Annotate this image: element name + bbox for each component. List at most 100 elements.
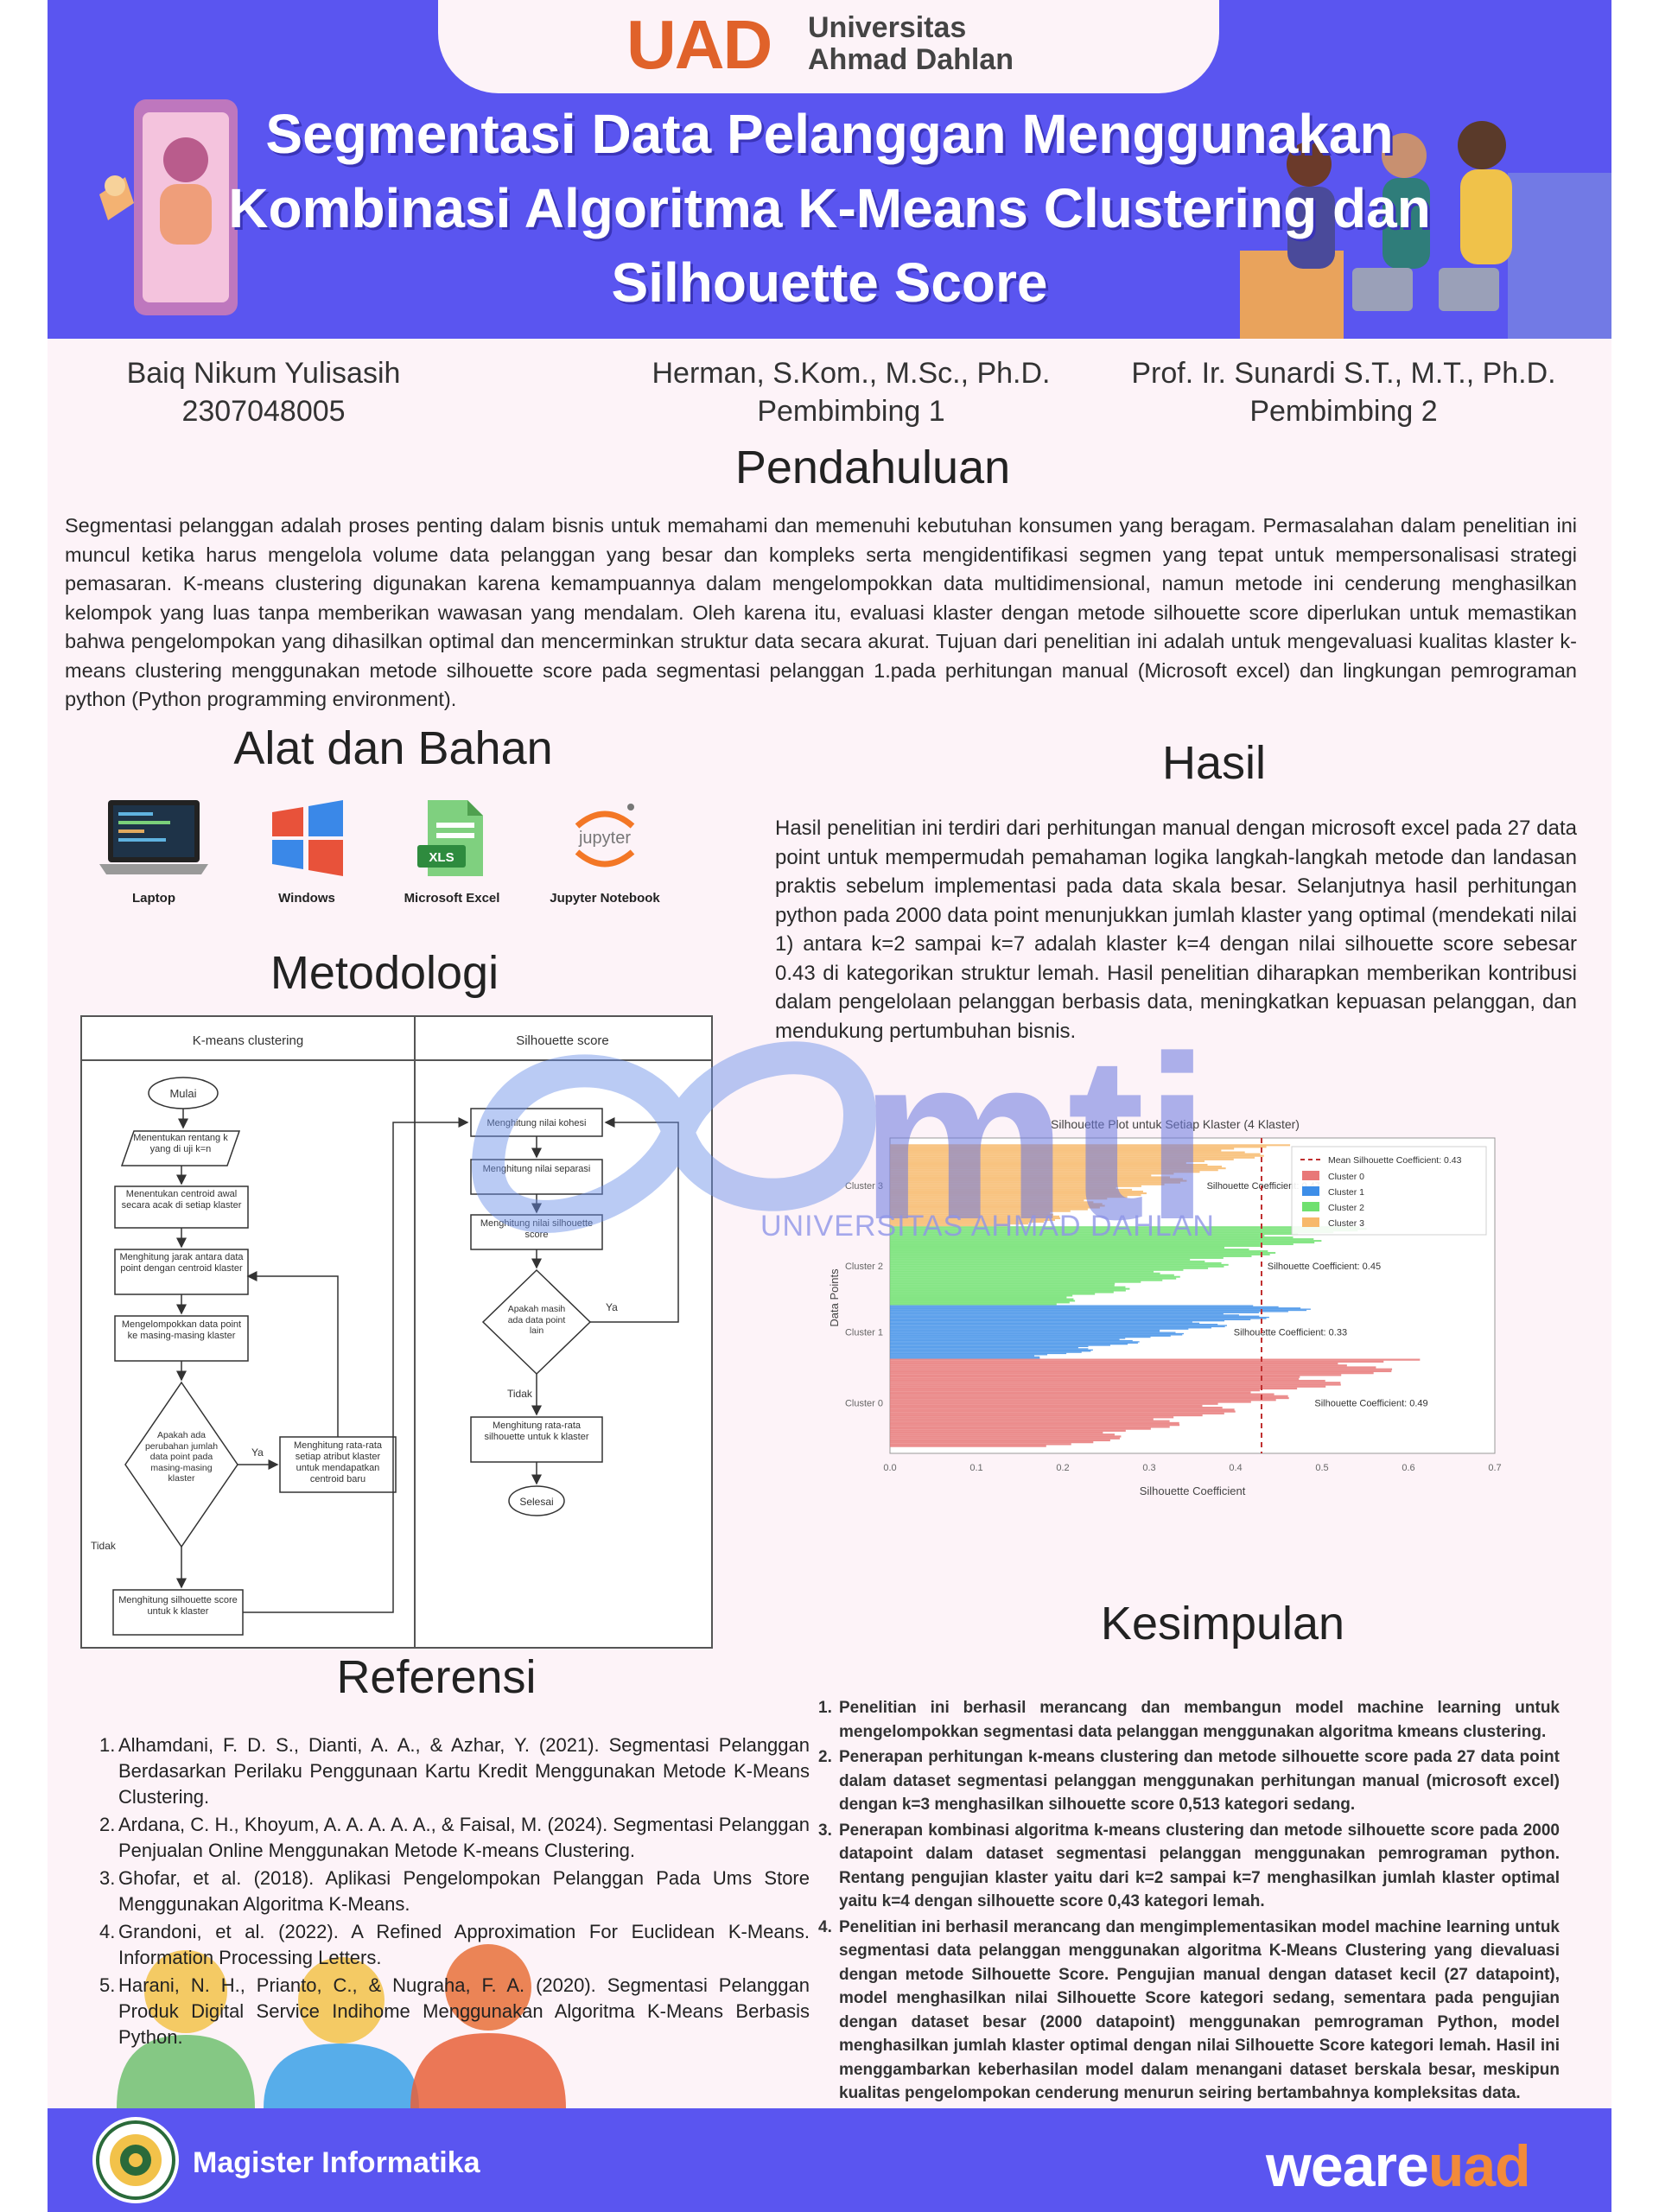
cluster-annotation: Silhouette Coefficient: 0.45 — [1268, 1262, 1381, 1272]
silhouette-bar — [890, 1355, 1035, 1357]
silhouette-bar — [890, 1345, 1089, 1348]
header-banner: UAD Universitas Ahmad Dahlan Segmentasi … — [48, 0, 1611, 339]
silhouette-bar — [890, 1240, 1322, 1243]
silhouette-bar — [890, 1294, 1073, 1297]
silhouette-bar — [890, 1154, 1264, 1157]
tool-excel: XLS Microsoft Excel — [387, 795, 517, 906]
windows-icon — [272, 800, 343, 876]
author-name: Prof. Ir. Sunardi S.T., M.T., Ph.D. — [1131, 357, 1556, 390]
silhouette-bar — [890, 1424, 1180, 1427]
flow-end: Selesai — [519, 1496, 553, 1508]
silhouette-bar — [890, 1277, 1177, 1280]
silhouette-bar — [890, 1306, 1279, 1308]
silhouette-bar — [890, 1194, 1141, 1197]
silhouette-bar — [890, 1268, 1184, 1271]
silhouette-bar — [890, 1372, 1374, 1375]
silhouette-bar — [890, 1247, 1225, 1249]
silhouette-bar — [890, 1233, 1299, 1236]
jupyter-icon: jupyter — [575, 804, 635, 868]
flow-node-cohesion: Menghitung nilai kohesi — [487, 1118, 587, 1128]
weareuad-logo: weareuad — [1266, 2133, 1531, 2200]
flow-col-kmeans: K-means clustering — [193, 1033, 303, 1048]
silhouette-bar — [890, 1296, 1067, 1299]
reference-text: Ghofar, et al. (2018). Aplikasi Pengelom… — [118, 1867, 810, 1915]
silhouette-bar — [890, 1308, 1311, 1310]
reference-text: Harani, N. H., Prianto, C., & Nugraha, F… — [118, 1974, 810, 2048]
silhouette-bar — [890, 1408, 1235, 1411]
legend-swatch — [1302, 1202, 1319, 1211]
excel-icon-text: XLS — [429, 850, 454, 865]
legend-swatch — [1302, 1171, 1319, 1180]
silhouette-bar — [890, 1238, 1314, 1241]
silhouette-bar — [890, 1364, 1347, 1367]
x-tick-label: 0.3 — [1142, 1463, 1155, 1473]
silhouette-bar — [890, 1203, 1103, 1205]
tool-label: Jupyter Notebook — [550, 891, 660, 906]
silhouette-bar — [890, 1327, 1211, 1329]
jupyter-icon-text: jupyter — [578, 829, 631, 848]
chart-legend: Mean Silhouette Coefficient: 0.43Cluster… — [1291, 1146, 1487, 1236]
cluster-annotation: Silhouette Coefficient: 0.49 — [1314, 1399, 1427, 1409]
silhouette-bar — [890, 1313, 1224, 1315]
tool-laptop: Laptop — [89, 795, 219, 906]
silhouette-bar — [890, 1169, 1218, 1172]
silhouette-bar — [890, 1387, 1298, 1390]
university-seal-icon — [92, 2117, 179, 2203]
silhouette-bar — [890, 1414, 1203, 1417]
list-item: 2.Ardana, C. H., Khoyum, A. A. A. A. A.,… — [99, 1814, 810, 1861]
silhouette-bar — [890, 1399, 1276, 1402]
silhouette-bar — [890, 1242, 1315, 1244]
hasil-text: Hasil penelitian ini terdiri dari perhit… — [775, 817, 1577, 1043]
silhouette-bar — [890, 1236, 1294, 1239]
logo-container — [438, 0, 1219, 93]
silhouette-bar — [890, 1307, 1301, 1309]
silhouette-bar — [890, 1441, 1094, 1444]
silhouette-bar — [890, 1282, 1116, 1285]
list-item: 4.Grandoni, et al. (2022). A Refined App… — [99, 1921, 810, 1968]
silhouette-bar — [890, 1395, 1288, 1397]
list-item: 3.Penerapan kombinasi algoritma k-means … — [818, 1821, 1560, 1911]
silhouette-bar — [890, 1213, 1053, 1216]
silhouette-bar — [890, 1263, 1229, 1266]
silhouette-bar — [890, 1385, 1326, 1388]
flow-node-silhouette: Menghitung silhouette score untuk k klas… — [118, 1595, 238, 1617]
silhouette-bar — [890, 1188, 1133, 1191]
poster: UAD Universitas Ahmad Dahlan Segmentasi … — [48, 0, 1611, 2212]
silhouette-bar — [890, 1431, 1103, 1434]
silhouette-bar — [890, 1342, 1138, 1344]
silhouette-bar — [890, 1437, 1120, 1440]
silhouette-bar — [890, 1224, 1011, 1227]
silhouette-bar — [890, 1255, 1252, 1257]
legend-label: Cluster 1 — [1328, 1187, 1364, 1198]
silhouette-bar — [890, 1379, 1325, 1382]
silhouette-bar — [890, 1166, 1223, 1168]
silhouette-bar — [890, 1329, 1160, 1332]
cluster-annotation: Silhouette Coefficient: 0.33 — [1234, 1327, 1347, 1338]
silhouette-bar — [890, 1174, 1152, 1177]
silhouette-bar — [890, 1429, 1126, 1432]
watermark-text: UNIVERSITAS AHMAD DAHLAN — [760, 1210, 1215, 1243]
silhouette-bar — [890, 1402, 1218, 1405]
silhouette-bar — [890, 1199, 1084, 1202]
silhouette-bar — [890, 1253, 1270, 1255]
silhouette-bar — [890, 1382, 1341, 1384]
silhouette-bar — [890, 1309, 1307, 1312]
flow-node-centroid: Menentukan centroid awal secara acak di … — [121, 1189, 242, 1211]
flow-node-avg-sil: Menghitung rata-rata silhouette untuk k … — [484, 1421, 589, 1442]
silhouette-bar — [890, 1445, 1046, 1447]
flow-node-range: Menentukan rentang k yang di uji k=n — [133, 1133, 228, 1154]
silhouette-bar — [890, 1374, 1342, 1376]
conclusion-text: Penelitian ini berhasil merancang dan me… — [839, 1917, 1560, 2103]
silhouette-bar — [890, 1221, 1045, 1224]
silhouette-bar — [890, 1185, 1141, 1187]
author-student: Baiq Nikum Yulisasih 2307048005 — [82, 354, 445, 430]
silhouette-bar — [890, 1368, 1393, 1370]
flow-node-new-centroid: Menghitung rata-rata setiap atribut klas… — [293, 1440, 383, 1484]
silhouette-bar — [890, 1420, 1170, 1422]
flow-node-group: Mengelompokkan data point ke masing-masi… — [121, 1319, 242, 1341]
silhouette-bar — [890, 1319, 1225, 1322]
list-item: 4.Penelitian ini berhasil merancang dan … — [818, 1917, 1560, 2103]
silhouette-bar — [890, 1362, 1338, 1365]
silhouette-plot: Silhouette Plot untuk Setiap Klaster (4 … — [828, 1117, 1502, 1497]
tool-label: Microsoft Excel — [404, 891, 500, 906]
